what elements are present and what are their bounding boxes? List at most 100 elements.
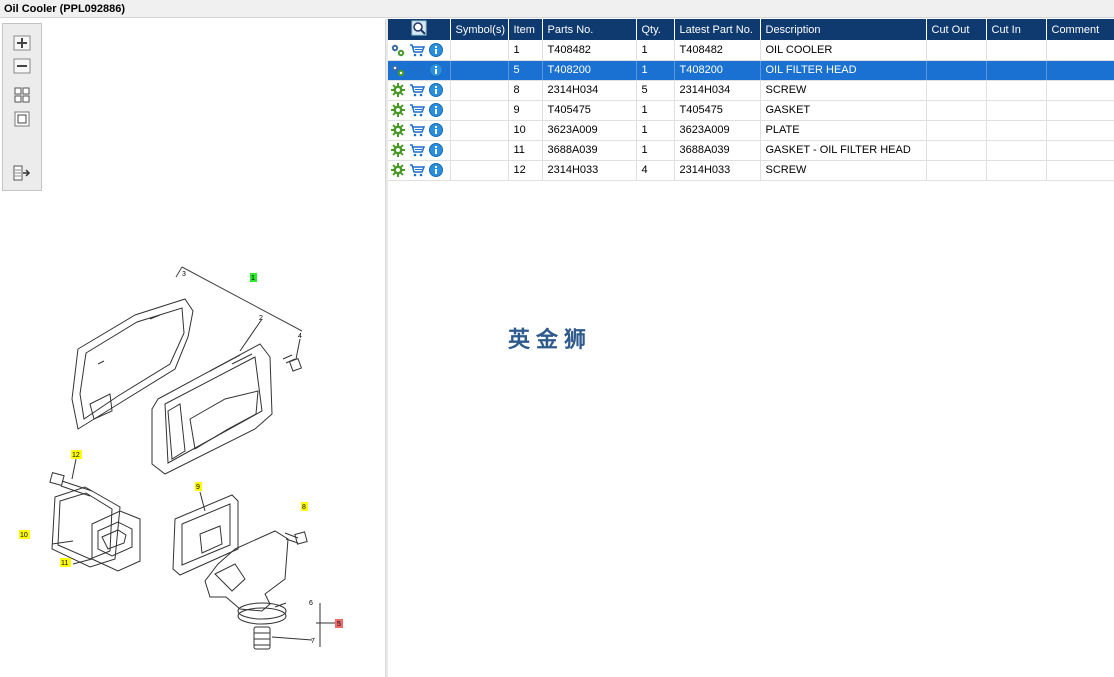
description-cell: GASKET - OIL FILTER HEAD: [760, 140, 927, 161]
column-header-actions[interactable]: [388, 19, 451, 40]
assembly-gears-icon[interactable]: [390, 62, 406, 78]
qty-cell: 1: [636, 140, 675, 161]
comment-cell: [1046, 100, 1114, 121]
cut-out-cell: [926, 60, 987, 81]
column-header-symbols[interactable]: Symbol(s): [450, 19, 509, 40]
cut-in-cell: [986, 160, 1047, 181]
qty-cell: 1: [636, 40, 675, 61]
cut-out-cell: [926, 160, 987, 181]
assembly-gears-icon[interactable]: [390, 42, 406, 58]
qty-cell: 5: [636, 80, 675, 101]
column-header-description[interactable]: Description: [760, 19, 927, 40]
part-gear-icon[interactable]: [390, 102, 406, 118]
description-cell: OIL FILTER HEAD: [760, 60, 927, 81]
cut-in-cell: [986, 40, 1047, 61]
column-header-cut-out[interactable]: Cut Out: [926, 19, 987, 40]
cut-out-cell: [926, 120, 987, 141]
column-header-comment[interactable]: Comment: [1046, 19, 1114, 40]
cut-in-cell: [986, 120, 1047, 141]
cart-icon[interactable]: [409, 142, 426, 158]
column-header-latest-part-no[interactable]: Latest Part No.: [674, 19, 761, 40]
info-icon[interactable]: [428, 122, 444, 138]
fit-all-icon[interactable]: [12, 86, 32, 104]
svg-text:7: 7: [311, 638, 315, 645]
pane-splitter[interactable]: [385, 19, 388, 677]
row-actions: [388, 160, 451, 181]
parts-no-cell: T408200: [542, 60, 637, 81]
column-header-qty[interactable]: Qty.: [636, 19, 675, 40]
qty-cell: 4: [636, 160, 675, 181]
row-actions: [388, 100, 451, 121]
zoom-in-icon[interactable]: [12, 34, 32, 52]
watermark-text: 英金狮: [508, 328, 593, 353]
description-cell: GASKET: [760, 100, 927, 121]
column-header-item[interactable]: Item: [508, 19, 543, 40]
row-actions: [388, 120, 451, 141]
parts-no-cell: 3623A009: [542, 120, 637, 141]
row-actions: [388, 140, 451, 161]
cart-icon[interactable]: [409, 82, 426, 98]
cut-in-cell: [986, 140, 1047, 161]
qty-cell: 1: [636, 60, 675, 81]
qty-cell: 1: [636, 100, 675, 121]
cart-icon[interactable]: [409, 62, 426, 78]
diagram-pane[interactable]: 1 2 3 4 5 6 7 8 9 10 11 12: [0, 19, 385, 677]
svg-text:4: 4: [298, 333, 302, 340]
cut-out-cell: [926, 140, 987, 161]
part-gear-icon[interactable]: [390, 122, 406, 138]
part-gear-icon[interactable]: [390, 142, 406, 158]
info-icon[interactable]: [428, 142, 444, 158]
item-cell: 9: [508, 100, 543, 121]
svg-text:8: 8: [302, 504, 306, 511]
description-cell: SCREW: [760, 160, 927, 181]
comment-cell: [1046, 160, 1114, 181]
cut-in-cell: [986, 80, 1047, 101]
part-gear-icon[interactable]: [390, 82, 406, 98]
info-icon[interactable]: [428, 42, 444, 58]
row-actions: [388, 40, 451, 61]
symbols-cell: [450, 160, 509, 181]
info-icon[interactable]: [428, 62, 444, 78]
item-cell: 10: [508, 120, 543, 141]
description-cell: SCREW: [760, 80, 927, 101]
zoom-out-icon[interactable]: [12, 57, 32, 75]
cut-out-cell: [926, 100, 987, 121]
info-icon[interactable]: [428, 102, 444, 118]
latest-part-no-cell: 3623A009: [674, 120, 761, 141]
fit-window-icon[interactable]: [12, 110, 32, 128]
cart-icon[interactable]: [409, 102, 426, 118]
svg-text:2: 2: [259, 315, 263, 322]
row-actions: [388, 80, 451, 101]
symbols-cell: [450, 140, 509, 161]
cart-icon[interactable]: [409, 42, 426, 58]
svg-text:1: 1: [251, 275, 255, 282]
search-preview-icon[interactable]: [411, 20, 427, 39]
latest-part-no-cell: 2314H033: [674, 160, 761, 181]
info-icon[interactable]: [428, 162, 444, 178]
parts-list-pane: Symbol(s) Item Parts No. Qty. Latest Par…: [388, 19, 1114, 677]
parts-no-cell: 3688A039: [542, 140, 637, 161]
info-icon[interactable]: [428, 82, 444, 98]
window-title: Oil Cooler (PPL092886): [0, 0, 1114, 18]
svg-text:5: 5: [337, 621, 341, 628]
parts-no-cell: T405475: [542, 100, 637, 121]
latest-part-no-cell: T408482: [674, 40, 761, 61]
export-icon[interactable]: [12, 164, 32, 182]
symbols-cell: [450, 40, 509, 61]
table-header-row: Symbol(s) Item Parts No. Qty. Latest Par…: [388, 19, 1114, 40]
cart-icon[interactable]: [409, 162, 426, 178]
part-gear-icon[interactable]: [390, 162, 406, 178]
parts-no-cell: T408482: [542, 40, 637, 61]
cart-icon[interactable]: [409, 122, 426, 138]
column-header-cut-in[interactable]: Cut In: [986, 19, 1047, 40]
item-cell: 8: [508, 80, 543, 101]
column-header-parts-no[interactable]: Parts No.: [542, 19, 637, 40]
comment-cell: [1046, 80, 1114, 101]
